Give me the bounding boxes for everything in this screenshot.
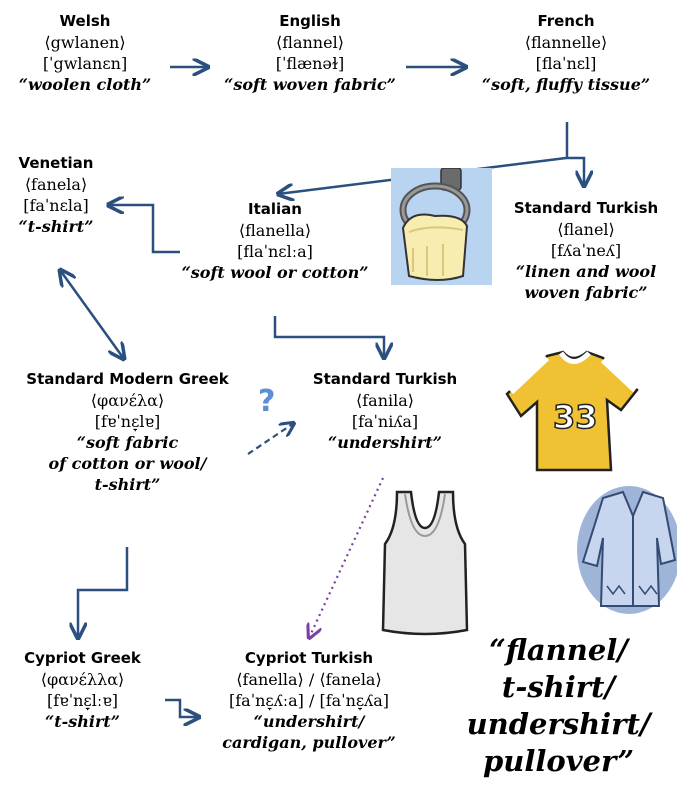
cypriot-turkish-gloss-line: cardigan, pullover”: [222, 733, 396, 753]
italian-word: ⟨flanella⟩: [238, 220, 312, 240]
turkish-mid-gloss: “undershirt”: [327, 433, 442, 453]
welsh-language: Welsh: [59, 12, 111, 30]
venetian-language: Venetian: [18, 154, 94, 172]
greek-gloss-line: “soft fabric: [76, 433, 179, 453]
arrow-venetian-greek-bidirectional: [60, 270, 124, 359]
question-mark: ?: [258, 384, 276, 419]
cardigan-icon: [577, 482, 677, 617]
cypriot-greek-word: ⟨φανέλλα⟩: [40, 669, 125, 689]
node-english: English ⟨flannel⟩ [ˈflænəɫ] “soft woven …: [205, 10, 415, 95]
turkish-mid-ipa: [faˈniʎa]: [351, 411, 419, 431]
french-ipa: [flaˈnɛl]: [535, 53, 597, 73]
cypriot-turkish-ipa: [faˈnɛ̞ʎːa] / [faˈnɛ̞ʎa]: [229, 690, 389, 710]
cypriot-turkish-word: ⟨fanella⟩ / ⟨fanela⟩: [236, 669, 382, 689]
node-turkish-mid: Standard Turkish ⟨fanila⟩ [faˈniʎa] “und…: [290, 368, 480, 453]
french-gloss: “soft, fluffy tissue”: [481, 75, 651, 95]
cypriot-turkish-gloss-line: “undershirt/: [253, 712, 365, 732]
turkish-top-gloss-line: “linen and wool: [515, 262, 657, 282]
italian-gloss: “soft wool or cotton”: [181, 263, 369, 283]
turkish-top-ipa: [fʎaˈneʎ]: [550, 240, 622, 260]
arrow-cypriot-greek-to-cypriot-turkish: [165, 698, 199, 717]
node-turkish-top: Standard Turkish ⟨flanel⟩ [fʎaˈneʎ] “lin…: [495, 197, 677, 303]
cypriot-greek-ipa: [fɐˈnɛ̞lːɐ]: [47, 690, 118, 710]
greek-ipa: [fɐˈnɛ̞lɐ]: [94, 411, 161, 431]
venetian-ipa: [faˈnɛla]: [23, 195, 89, 215]
cypriot-turkish-gloss: “undershirt/ cardigan, pullover”: [196, 711, 422, 753]
node-italian: Italian ⟨flanella⟩ [flaˈnɛlːa] “soft woo…: [150, 198, 400, 283]
cypriot-greek-language: Cypriot Greek: [24, 649, 141, 667]
italian-language: Italian: [248, 200, 302, 218]
arrow-turkish-to-cypriot-turkish-dotted: [309, 477, 384, 638]
greek-word: ⟨φανέλα⟩: [90, 390, 165, 410]
big-gloss-line: pullover”: [482, 744, 635, 779]
turkish-top-language: Standard Turkish: [513, 199, 659, 217]
french-word: ⟨flannelle⟩: [524, 32, 608, 52]
arrow-italian-to-turkish: [273, 316, 384, 358]
english-gloss: “soft woven fabric”: [224, 75, 396, 95]
greek-gloss: “soft fabric of cotton or wool/ t-shirt”: [0, 432, 255, 495]
turkish-top-gloss-line: woven fabric”: [524, 283, 648, 303]
node-greek: Standard Modern Greek ⟨φανέλα⟩ [fɐˈnɛ̞lɐ…: [0, 368, 255, 495]
venetian-word: ⟨fanela⟩: [24, 174, 88, 194]
big-gloss-line: undershirt/: [466, 707, 651, 742]
jersey-number: 33: [553, 398, 598, 436]
node-welsh: Welsh ⟨gwlanen⟩ [ˈgwlanɛn] “woolen cloth…: [0, 10, 170, 95]
greek-gloss-line: t-shirt”: [94, 475, 161, 495]
big-gloss-line: t-shirt/: [501, 670, 616, 705]
cypriot-greek-gloss: “t-shirt”: [45, 712, 120, 732]
arrow-greek-to-cypriot-greek: [78, 547, 129, 638]
node-venetian: Venetian ⟨fanela⟩ [faˈnɛla] “t-shirt”: [0, 152, 112, 237]
greek-gloss-line: of cotton or wool/: [48, 454, 207, 474]
turkish-top-gloss: “linen and wool woven fabric”: [495, 261, 677, 303]
cypriot-turkish-language: Cypriot Turkish: [244, 649, 374, 667]
turkish-top-word: ⟨flanel⟩: [557, 219, 615, 239]
welsh-gloss: “woolen cloth”: [18, 75, 152, 95]
welsh-word: ⟨gwlanen⟩: [44, 32, 126, 52]
turkish-mid-language: Standard Turkish: [312, 370, 458, 388]
arrow-italian-to-venetian: [108, 205, 180, 254]
turkish-mid-word: ⟨fanila⟩: [355, 390, 415, 410]
welsh-ipa: [ˈgwlanɛn]: [42, 53, 128, 73]
english-language: English: [279, 12, 341, 30]
arrow-french-to-turkish: [565, 122, 584, 186]
node-cypriot-greek: Cypriot Greek ⟨φανέλλα⟩ [fɐˈnɛ̞lːɐ] “t-s…: [0, 647, 165, 732]
english-ipa: [ˈflænəɫ]: [275, 53, 345, 73]
venetian-gloss: “t-shirt”: [18, 217, 94, 237]
jersey-icon: 33: [503, 348, 643, 476]
french-language: French: [537, 12, 595, 30]
node-cypriot-turkish: Cypriot Turkish ⟨fanella⟩ / ⟨fanela⟩ [fa…: [196, 647, 422, 753]
greek-language: Standard Modern Greek: [26, 370, 229, 388]
node-french: French ⟨flannelle⟩ [flaˈnɛl] “soft, fluf…: [455, 10, 677, 95]
english-word: ⟨flannel⟩: [276, 32, 344, 52]
italian-ipa: [flaˈnɛlːa]: [237, 241, 313, 261]
towel-icon: [391, 167, 492, 285]
big-gloss-line: “flannel/: [489, 633, 628, 667]
undershirt-icon: [375, 488, 475, 636]
big-gloss: “flannel/ t-shirt/ undershirt/ pullover”: [440, 632, 677, 780]
